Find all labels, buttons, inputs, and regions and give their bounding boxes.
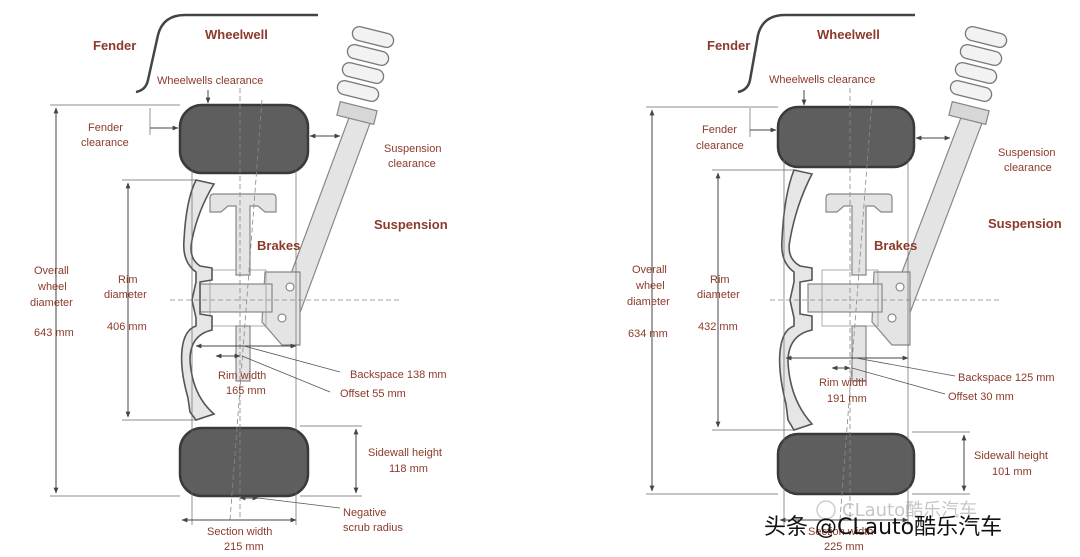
right-sidewall-label: Sidewall height [974,450,1048,462]
watermark-main-text: 头条 @CLauto酷乐汽车 [764,515,1002,540]
left-fender-label: Fender [93,38,136,53]
left-wheelwell-label: Wheelwell [205,27,268,42]
left-suspension-clearance-label-1: Suspension [384,143,442,155]
right-rim-diameter-label-2: diameter [697,289,740,301]
left-rim-diameter-label-1: Rim [118,274,138,286]
right-overall-value: 634 mm [628,328,668,340]
right-tire-top [776,105,916,169]
left-tire-bottom [178,426,310,498]
right-diagram: Fender Wheelwell Wheelwells clearance Fe… [627,13,1062,553]
left-sidewall-label: Sidewall height [368,447,442,459]
right-suspension-clearance-label-1: Suspension [998,147,1056,159]
right-rim-width-label: Rim width [819,377,867,389]
left-wheelwells-clearance-label: Wheelwells clearance [157,75,263,87]
right-rim-diameter-label-1: Rim [710,274,730,286]
watermark-faded-text: CLauto酷乐汽车 [842,500,977,521]
right-overall-label-1: Overall [632,264,667,276]
right-section-width-value: 225 mm [824,541,864,553]
right-tire-bottom [776,432,916,496]
right-wheelwell-label: Wheelwell [817,27,880,42]
right-fender-clearance-label-1: Fender [702,124,737,136]
right-fender-clearance-label-2: clearance [696,140,744,152]
right-suspension-clearance-label-2: clearance [1004,162,1052,174]
left-diagram: Fender Wheelwell Wheelwells clearance Fe… [30,13,448,553]
right-backspace-label: Backspace 125 mm [958,372,1055,384]
left-strut-mount [336,100,378,126]
watermark: CLauto酷乐汽车 头条 @CLauto酷乐汽车 [764,500,1002,540]
right-offset-label: Offset 30 mm [948,391,1014,403]
right-fender-outline [737,13,915,94]
right-rim-diameter-value: 432 mm [698,321,738,333]
left-scrub-label-2: scrub radius [343,522,403,534]
left-tire-top [178,103,310,175]
left-rim-diameter-label-2: diameter [104,289,147,301]
left-rim-width-label: Rim width [218,370,266,382]
left-brakes-label: Brakes [257,238,300,253]
left-fender-clearance-label-1: Fender [88,122,123,134]
left-rim-width-value: 165 mm [226,385,266,397]
right-suspension-label: Suspension [988,216,1062,231]
left-fender-outline [135,13,318,94]
left-brake-caliper [209,193,277,276]
left-scrub-label-1: Negative [343,507,386,519]
right-strut-mount [948,100,990,126]
left-section-width-label: Section width [207,526,272,538]
left-offset-label: Offset 55 mm [340,388,406,400]
right-overall-label-2: wheel [635,280,665,292]
left-sidewall-value: 118 mm [389,463,428,475]
left-overall-label-3: diameter [30,297,73,309]
left-suspension-label: Suspension [374,217,448,232]
right-section-width-label: Section width [808,526,873,538]
right-coil-spring [949,25,1008,103]
right-hub [807,283,883,313]
left-overall-value: 643 mm [34,327,74,339]
right-overall-label-3: diameter [627,296,670,308]
left-hub [195,283,273,313]
left-section-width-value: 215 mm [224,541,264,553]
right-wheelwells-clearance-label: Wheelwells clearance [769,74,875,86]
right-sidewall-value: 101 mm [992,466,1032,478]
right-fender-label: Fender [707,38,750,53]
left-suspension-clearance-label-2: clearance [388,158,436,170]
left-overall-label-2: wheel [37,281,67,293]
left-coil-spring [336,25,395,103]
left-fender-clearance-label-2: clearance [81,137,129,149]
left-backspace-label: Backspace 138 mm [350,369,447,381]
watermark-logo-icon [816,500,836,520]
left-rim-diameter-value: 406 mm [107,321,147,333]
right-brakes-label: Brakes [874,238,917,253]
left-overall-label-1: Overall [34,265,69,277]
right-brake-caliper [825,193,893,276]
right-rim-width-value: 191 mm [827,393,867,405]
